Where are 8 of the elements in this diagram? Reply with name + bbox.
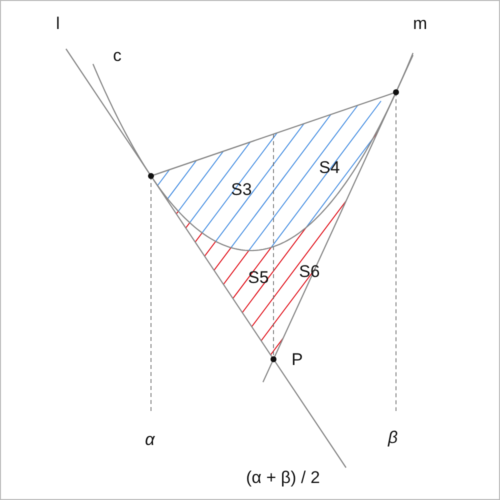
point-label: P bbox=[292, 351, 303, 368]
coordinate-label: (α + β) / 2 bbox=[246, 469, 320, 486]
line-name: m bbox=[413, 15, 428, 32]
line-name: l bbox=[56, 15, 60, 32]
coordinate-label: β bbox=[388, 429, 398, 446]
coordinate-label: α bbox=[145, 431, 155, 448]
area-label: S6 bbox=[299, 263, 320, 280]
curve-name: c bbox=[113, 47, 122, 64]
